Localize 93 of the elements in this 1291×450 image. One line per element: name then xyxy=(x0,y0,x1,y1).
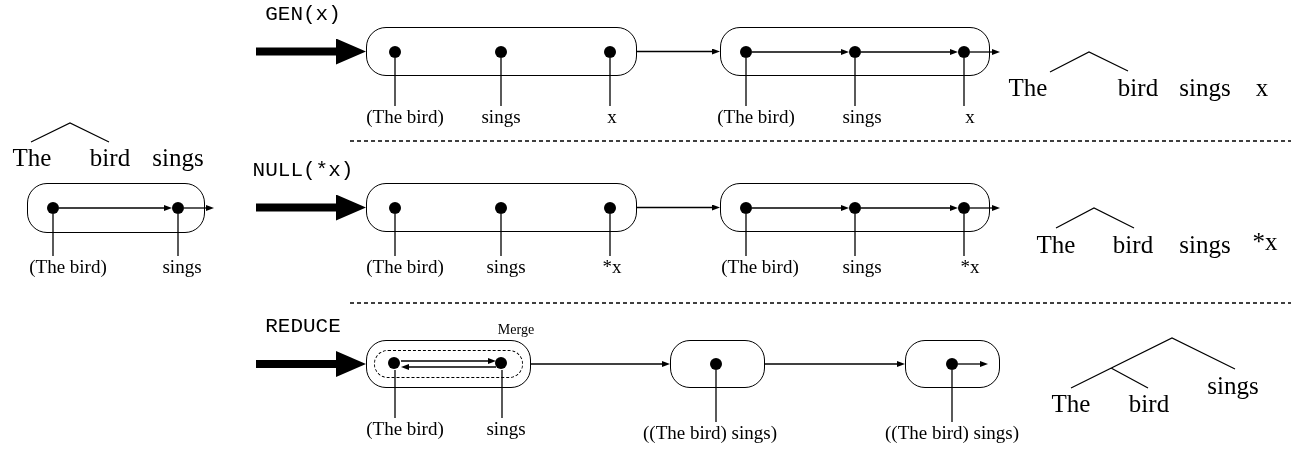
stack-box xyxy=(905,340,1000,388)
word-label: sings xyxy=(152,144,204,172)
node-dot xyxy=(494,201,507,214)
node-dot xyxy=(171,201,184,214)
leader-line xyxy=(963,213,965,257)
word-label: x xyxy=(1255,74,1269,102)
stack-box xyxy=(720,183,990,232)
leader-line xyxy=(500,57,502,107)
leader-line xyxy=(501,369,503,419)
leader-line xyxy=(745,57,747,107)
leader-line xyxy=(609,57,611,107)
node-label: x xyxy=(965,106,975,128)
leader-line xyxy=(963,57,965,107)
leader-line xyxy=(854,57,856,107)
arrow xyxy=(636,48,720,55)
node-dot xyxy=(945,357,958,370)
node-dot xyxy=(603,45,616,58)
node-label: x xyxy=(607,106,617,128)
node-dot xyxy=(388,45,401,58)
node-label: sings xyxy=(486,256,526,278)
node-dot xyxy=(957,201,970,214)
stack-box xyxy=(670,340,765,388)
node-dot xyxy=(957,45,970,58)
node-dot xyxy=(46,201,59,214)
word-label: bird xyxy=(1128,390,1170,418)
arrow xyxy=(183,205,214,211)
word-label: sings xyxy=(1179,231,1231,259)
word-label: The xyxy=(12,144,52,172)
word-label: The xyxy=(1051,390,1091,418)
node-dot xyxy=(709,357,722,370)
node-label: (The bird) xyxy=(29,256,107,278)
arrow xyxy=(860,49,958,55)
node-dot xyxy=(495,357,508,370)
leader-line xyxy=(854,213,856,257)
arrow xyxy=(58,205,172,211)
word-label: bird xyxy=(1112,231,1154,259)
node-dot xyxy=(739,45,752,58)
stack-box xyxy=(366,27,637,76)
node-label: (The bird) xyxy=(366,256,444,278)
node-dot xyxy=(388,357,401,370)
stack-box xyxy=(27,183,205,233)
word-label: sings xyxy=(1207,372,1259,400)
node-label: *x xyxy=(960,256,980,278)
leader-line xyxy=(394,213,396,257)
node-dot xyxy=(388,201,401,214)
arrow xyxy=(530,361,670,367)
arrow xyxy=(400,358,496,364)
leader-line xyxy=(177,213,179,257)
word-label: sings xyxy=(1179,74,1231,102)
node-label: ((The bird) sings) xyxy=(885,422,1019,444)
stack-box xyxy=(720,27,990,76)
word-label: bird xyxy=(1117,74,1159,102)
arrow xyxy=(636,204,720,211)
node-dot xyxy=(848,45,861,58)
arrow xyxy=(764,361,905,367)
stack-box xyxy=(366,340,531,388)
node-dot xyxy=(739,201,752,214)
node-label: sings xyxy=(162,256,202,278)
node-label: (The bird) xyxy=(366,106,444,128)
node-label: sings xyxy=(481,106,521,128)
arrow xyxy=(751,205,849,211)
arrow xyxy=(957,361,988,367)
leader-line xyxy=(500,213,502,257)
arrow xyxy=(969,49,1000,55)
node-dot xyxy=(603,201,616,214)
leader-line xyxy=(394,369,396,419)
node-dot xyxy=(848,201,861,214)
leader-line xyxy=(609,213,611,257)
node-label: sings xyxy=(842,106,882,128)
word-label: The xyxy=(1008,74,1048,102)
leader-line xyxy=(745,213,747,257)
leader-line xyxy=(951,369,953,423)
node-label: sings xyxy=(842,256,882,278)
edge-label: GEN(x) xyxy=(265,2,341,25)
word-label: The xyxy=(1036,231,1076,259)
leader-line xyxy=(394,57,396,107)
arrow xyxy=(751,49,849,55)
node-label: (The bird) xyxy=(717,106,795,128)
arrow xyxy=(860,205,958,211)
node-dot xyxy=(494,45,507,58)
word-label: *x xyxy=(1252,228,1278,256)
node-label: ((The bird) sings) xyxy=(643,422,777,444)
stack-box xyxy=(366,183,637,232)
node-label: *x xyxy=(602,256,622,278)
arrow xyxy=(401,364,497,370)
leader-line xyxy=(52,213,54,257)
word-label: Merge xyxy=(497,322,535,338)
node-label: (The bird) xyxy=(366,418,444,440)
leader-line xyxy=(715,369,717,423)
arrow xyxy=(969,205,1000,211)
node-label: (The bird) xyxy=(721,256,799,278)
node-label: sings xyxy=(486,418,526,440)
word-label: bird xyxy=(89,144,131,172)
